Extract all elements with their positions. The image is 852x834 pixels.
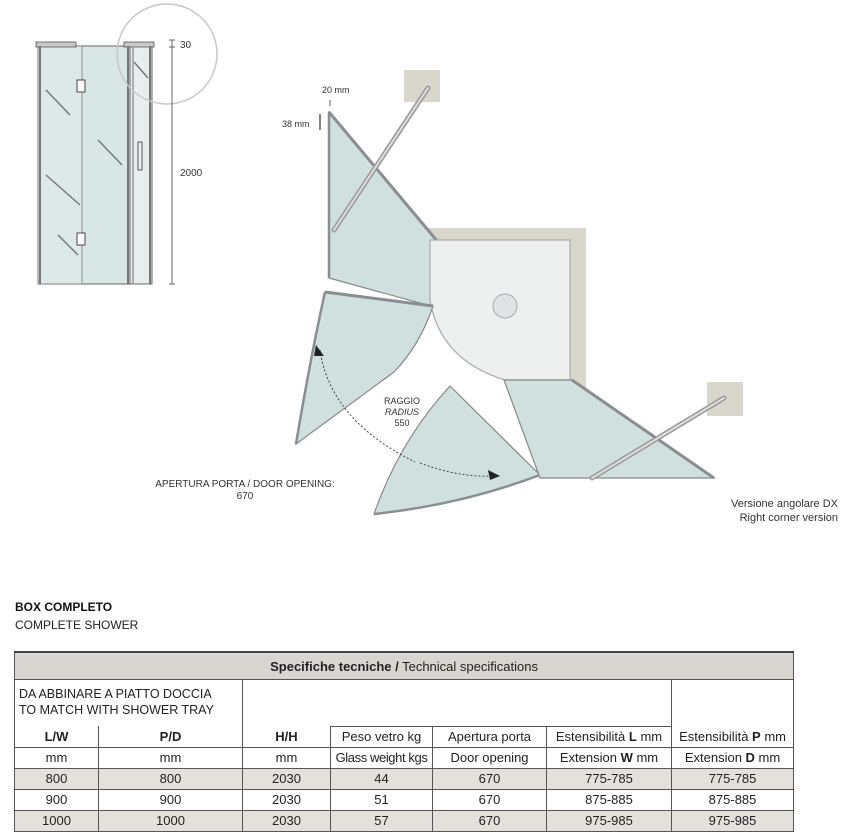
plan-view-drawing [294,70,743,516]
front-elevation-drawing [35,3,218,285]
col-pd: P/D [98,726,243,748]
cell-opening: 670 [432,788,547,811]
col-opening: Apertura porta [432,725,547,748]
door-opening-value: 670 [236,491,254,502]
cell-lw: 900 [14,788,99,811]
col-ext-p: Estensibilità P mm [670,726,795,748]
col-ext-l-bold: L [628,729,637,744]
unit-ext-d-bold: D [745,750,755,765]
col-ext-l-pre: Estensibilità [555,729,629,744]
section-subtitle: COMPLETE SHOWER [15,618,139,632]
cell-ext-p: 975-985 [670,809,795,832]
unit-pd: mm [98,746,243,769]
unit-ext-w-post: mm [632,750,659,765]
col-ext-p-bold: P [752,728,761,744]
tray-empty-cell-last [670,679,795,726]
table-header-en: Technical specifications [398,658,538,674]
door-opening-text: APERTURA PORTA / DOOR OPENING: [155,479,335,490]
cell-pd: 1000 [98,809,243,832]
table-header-it: Specifiche tecniche / [270,658,399,674]
col-lw: L/W [14,726,99,748]
cell-weight: 51 [330,788,433,811]
cell-weight: 44 [330,767,433,790]
cell-opening: 670 [432,809,547,832]
version-label: Versione angolare DX Right corner versio… [690,497,838,525]
unit-weight: Glass weight kgs [330,746,433,769]
col-ext-p-pre: Estensibilità [679,728,753,744]
col-ext-l-post: mm [636,729,663,744]
cell-ext-l: 775-785 [546,767,672,790]
cell-pd: 900 [98,788,243,811]
tray-match-it: DA ABBINARE A PIATTO DOCCIA [19,687,212,701]
col-ext-l: Estensibilità L mm [546,725,672,748]
door-opening-label: APERTURA PORTA / DOOR OPENING: 670 [150,479,340,503]
version-it: Versione angolare DX [730,498,838,510]
col-hh: H/H [242,726,331,748]
cell-pd: 800 [98,767,243,790]
radius-it: RAGGIO [383,396,420,406]
cell-ext-l: 975-985 [546,809,672,832]
cell-opening: 670 [432,767,547,790]
cell-ext-l: 875-885 [546,788,672,811]
table-row: 900 900 2030 51 670 875-885 875-885 [14,788,795,811]
cell-ext-p: 775-785 [670,767,795,790]
cell-ext-p: 875-885 [670,788,795,811]
unit-ext-w-bold: W [620,750,633,765]
dim-height-label: 2000 [180,168,203,179]
section-title: BOX COMPLETO [15,600,113,614]
dim-top-label: 30 [180,40,192,51]
cell-lw: 1000 [14,809,99,832]
cell-weight: 57 [330,809,433,832]
spec-table: Specifiche tecniche / Technical specific… [13,651,795,832]
tray-match-en: TO MATCH WITH SHOWER TRAY [19,703,214,717]
cell-hh: 2030 [242,809,331,832]
unit-ext-w: Extension W mm [546,746,672,769]
version-en: Right corner version [739,512,838,524]
unit-ext-d-post: mm [754,750,781,765]
table-row: 1000 1000 2030 57 670 975-985 975-985 [14,809,795,832]
table-row: 800 800 2030 44 670 775-785 775-785 [14,767,795,790]
table-header: Specifiche tecniche / Technical specific… [13,651,795,680]
unit-opening: Door opening [432,746,547,769]
radius-value: 550 [394,418,410,428]
dim-20mm-label: 20 mm [322,85,350,95]
radius-label: RAGGIO RADIUS 550 [372,396,432,429]
unit-hh: mm [242,746,331,769]
dim-38mm-label: 38 mm [282,119,310,129]
tray-match-cell: DA ABBINARE A PIATTO DOCCIA TO MATCH WIT… [14,679,243,726]
cell-hh: 2030 [242,767,331,790]
cell-hh: 2030 [242,788,331,811]
cell-lw: 800 [14,767,99,790]
unit-lw: mm [14,746,99,769]
tray-empty-cell [242,679,672,726]
col-ext-p-post: mm [760,728,786,744]
radius-en: RADIUS [384,407,419,417]
unit-ext-d-pre: Extension [684,750,746,765]
col-weight: Peso vetro kg [330,725,433,748]
unit-ext-d: Extension D mm [670,746,795,769]
unit-ext-w-pre: Extension [559,750,621,765]
